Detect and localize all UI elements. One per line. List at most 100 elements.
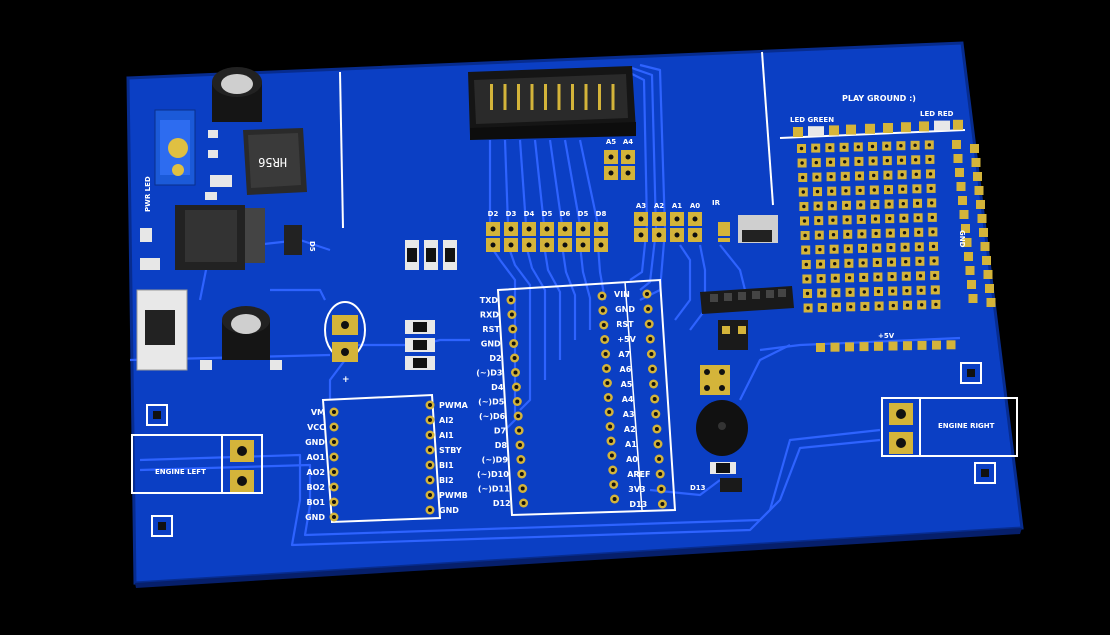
driver-right-pin-label: AI1 <box>439 431 454 440</box>
proto-hole <box>902 216 906 220</box>
proto-hole <box>842 145 846 149</box>
proto-hole <box>815 175 819 179</box>
pad-hole <box>428 463 432 467</box>
pad-hole <box>428 508 432 512</box>
proto-hole <box>876 275 880 279</box>
pad-hole <box>332 485 336 489</box>
proto-pad <box>952 140 961 149</box>
proto-hole <box>889 260 894 264</box>
proto-pad <box>967 280 976 289</box>
proto-hole <box>876 289 881 294</box>
pad-hole <box>604 366 609 371</box>
plus-label: + <box>342 375 350 385</box>
proto-hole <box>845 218 849 222</box>
proto-pad <box>859 342 869 352</box>
pad-hole <box>654 427 659 431</box>
proto-hole <box>886 187 891 192</box>
pad-hole <box>544 242 550 248</box>
smd-resistors <box>405 240 457 370</box>
pad-hole <box>509 312 514 317</box>
pad-hole <box>660 502 665 506</box>
proto-pad <box>953 154 963 163</box>
proto-pad <box>965 266 975 275</box>
proto-hole <box>917 245 921 249</box>
pad-hole <box>651 382 656 386</box>
pad-hole <box>652 397 657 401</box>
proto-hole <box>927 143 931 147</box>
electrolytic-capacitor-top <box>212 67 262 122</box>
pad-hole <box>428 478 432 482</box>
mounting-holes <box>146 362 996 537</box>
proto-pad <box>919 121 929 132</box>
pad-hole <box>606 395 611 400</box>
proto-pad <box>901 122 911 133</box>
proto-hole <box>920 303 924 307</box>
pad-hole <box>607 410 612 414</box>
arduino-nano-footprint <box>496 278 677 517</box>
pad-hole <box>518 457 523 462</box>
power-switch[interactable] <box>136 289 188 371</box>
proto-hole <box>829 175 833 179</box>
header-pin-label: D4 <box>524 210 535 218</box>
proto-pad <box>830 342 840 352</box>
pad-hole <box>653 412 658 416</box>
proto-pad <box>917 340 927 350</box>
header-pin-label: A0 <box>690 202 700 210</box>
header-pin-label: D5 <box>578 210 589 218</box>
proto-pad <box>956 182 966 191</box>
proto-hole <box>805 277 809 281</box>
proto-hole <box>814 146 818 150</box>
driver-right-pin-label: GND <box>439 506 459 515</box>
gnd-small-label: GND <box>958 230 966 248</box>
arduino-right-pin-label: VIN <box>614 290 630 299</box>
proto-pad <box>865 123 875 134</box>
pad-hole <box>428 433 432 437</box>
driver-left-pin-label: BO2 <box>307 483 325 492</box>
inductor: HR56 <box>243 128 307 195</box>
proto-hole <box>846 247 850 251</box>
proto-pad <box>953 119 963 130</box>
pad-hole <box>605 381 610 385</box>
pad-hole <box>332 440 336 444</box>
pad-hole <box>332 455 336 459</box>
proto-hole <box>928 157 932 162</box>
pad-hole <box>562 242 568 248</box>
proto-pad <box>977 214 987 223</box>
proto-hole <box>817 218 821 223</box>
proto-pad <box>816 343 825 352</box>
proto-hole <box>862 290 866 294</box>
driver-left-pin-label: AO2 <box>306 468 325 477</box>
proto-hole <box>872 173 876 178</box>
proto-hole <box>930 215 934 220</box>
pad-hole <box>638 216 644 222</box>
power-terminal <box>324 301 366 362</box>
proto-led <box>808 126 824 137</box>
arduino-left-pads <box>506 291 620 508</box>
pad-hole <box>649 352 654 356</box>
proto-hole <box>900 173 904 177</box>
proto-hole <box>819 276 823 281</box>
proto-hole <box>904 274 908 278</box>
prototype-grid <box>797 140 941 313</box>
pad-hole <box>332 410 336 414</box>
arduino-left-pin-label: GND <box>481 340 501 349</box>
pad-hole <box>656 232 662 238</box>
driver-left-pin-label: AO1 <box>306 453 325 462</box>
pad-hole <box>602 337 607 342</box>
pad-hole <box>510 327 515 331</box>
engine-right-connector <box>881 397 1018 457</box>
arduino-right-pin-label: D13 <box>629 500 647 509</box>
ir-label: IR <box>712 199 721 207</box>
pad-hole <box>514 385 519 389</box>
arduino-left-pin-label: (~)D6 <box>479 412 506 421</box>
connector-pin <box>530 84 534 110</box>
proto-hole <box>863 304 867 309</box>
arduino-left-pin-label: (~)D11 <box>478 485 510 494</box>
proto-pad <box>974 186 984 195</box>
proto-pad <box>932 340 941 350</box>
driver-left-pin-label: GND <box>305 513 325 522</box>
proto-pad <box>955 168 964 177</box>
